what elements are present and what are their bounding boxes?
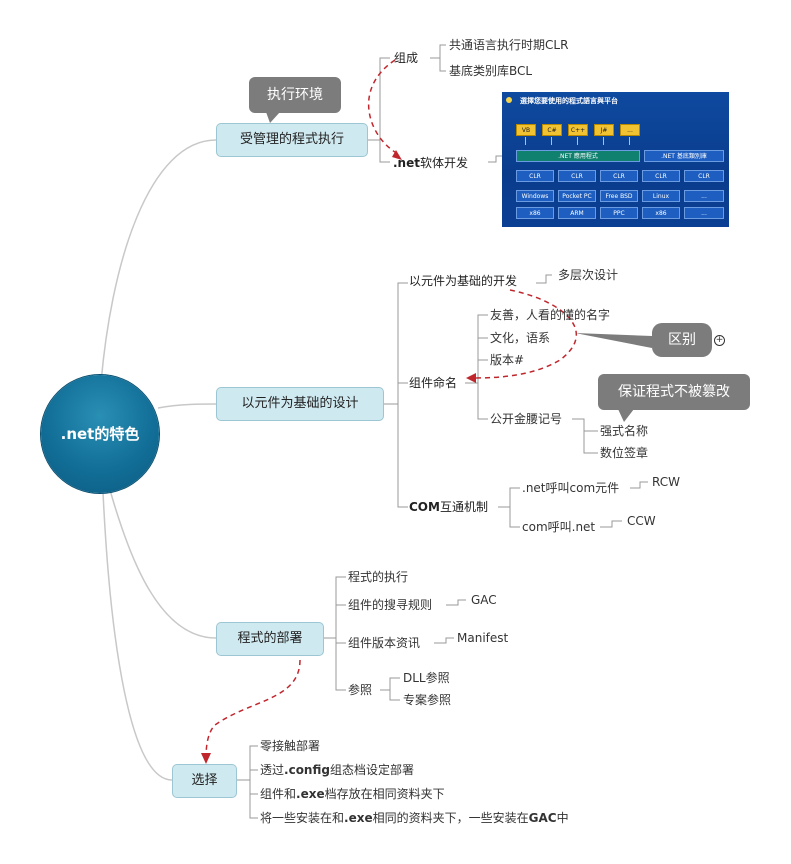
node-com-interop[interactable]: COM互通机制 — [409, 499, 488, 515]
node-config-deploy[interactable]: 透过.config组态档设定部署 — [260, 762, 414, 778]
branch-managed-label: 受管理的程式执行 — [239, 132, 344, 147]
node-version[interactable]: 版本# — [490, 353, 525, 367]
net-app-cell: .NET 應用程式 — [516, 150, 640, 162]
callout-exec-env[interactable]: 执行环境 — [249, 77, 341, 113]
node-friendly-name[interactable]: 友善，人看的懂的名字 — [490, 308, 611, 322]
node-project-ref[interactable]: 专案参照 — [403, 693, 452, 707]
link-root-deploy — [109, 489, 217, 639]
node-ccw[interactable]: CCW — [627, 514, 656, 528]
node-com-call-net[interactable]: com呼叫.net — [522, 520, 596, 534]
callout-protect-label: 保证程式不被篡改 — [618, 384, 730, 400]
node-same-folder[interactable]: 组件和.exe档存放在相同资料夹下 — [260, 786, 445, 802]
node-multi-layer[interactable]: 多层次设计 — [558, 268, 619, 282]
callout-exec-env-label: 执行环境 — [267, 87, 323, 103]
node-gac[interactable]: GAC — [471, 593, 497, 607]
node-program-exec[interactable]: 程式的执行 — [348, 570, 409, 584]
branch-choice[interactable]: 选择 — [172, 764, 237, 798]
relation-arrow-composition — [367, 59, 401, 156]
node-clr[interactable]: 共通语言执行时期CLR — [449, 38, 569, 52]
node-digital-signature[interactable]: 数位签章 — [600, 446, 649, 460]
choice-item4-d: GAC — [528, 811, 557, 825]
node-culture[interactable]: 文化，语系 — [490, 331, 551, 345]
node-strong-name[interactable]: 强式名称 — [600, 424, 649, 438]
node-net-call-com[interactable]: .net呼叫com元件 — [522, 481, 620, 495]
branch-design-label: 以元件为基础的设计 — [241, 396, 359, 411]
expand-plus-icon[interactable]: + — [714, 335, 725, 346]
link-root-managed — [99, 139, 217, 396]
node-net-dev-bold: .net — [393, 156, 420, 170]
cpu-cell: PPC — [600, 207, 638, 219]
node-reference[interactable]: 参照 — [348, 683, 373, 697]
net-platform-image: 選擇您要使用的程式語言與平台 VB C# C++ J# ... .NET 應用程… — [502, 92, 729, 227]
link-root-design — [157, 403, 217, 409]
node-com-rest: 互通机制 — [439, 500, 488, 514]
branch-choice-label: 选择 — [191, 773, 218, 788]
lang-cpp: C++ — [568, 124, 588, 136]
os-cell: Pocket PC — [558, 190, 596, 202]
callout-difference[interactable]: 区别 — [652, 323, 712, 357]
bullet-icon — [506, 97, 512, 103]
node-naming[interactable]: 组件命名 — [409, 376, 458, 390]
node-component-dev[interactable]: 以元件为基础的开发 — [409, 274, 518, 288]
callout-protect[interactable]: 保证程式不被篡改 — [598, 374, 750, 410]
choice-item3-b: .exe — [296, 787, 325, 801]
lang-csharp: C# — [542, 124, 562, 136]
link-root-choice — [102, 491, 173, 781]
choice-item4-c: 相同的资料夹下，一些安装在 — [372, 811, 529, 825]
os-cell: Windows — [516, 190, 554, 202]
root-label: .net的特色 — [60, 425, 140, 443]
choice-item2-c: 组态档设定部署 — [329, 763, 414, 777]
node-composition[interactable]: 组成 — [394, 51, 419, 65]
cpu-cell: x86 — [642, 207, 680, 219]
cpu-cell: ARM — [558, 207, 596, 219]
cpu-cell: ... — [684, 207, 724, 219]
choice-item4-b: .exe — [344, 811, 373, 825]
choice-item3-c: 档存放在相同资料夹下 — [324, 787, 445, 801]
choice-item3-a: 组件和 — [260, 787, 297, 801]
root-node[interactable]: .net的特色 — [41, 375, 159, 493]
clr-cell: CLR — [684, 170, 724, 182]
node-search-rules[interactable]: 组件的搜寻规则 — [348, 598, 433, 612]
os-cell: ... — [684, 190, 724, 202]
node-dll-ref[interactable]: DLL参照 — [403, 671, 450, 685]
node-mixed-install[interactable]: 将一些安装在和.exe相同的资料夹下，一些安装在GAC中 — [260, 810, 569, 826]
choice-item2-a: 透过 — [260, 763, 285, 777]
relation-arrow-choice — [205, 659, 301, 759]
lang-vb: VB — [516, 124, 536, 136]
clr-cell: CLR — [516, 170, 554, 182]
choice-item2-b: .config — [284, 763, 330, 777]
clr-cell: CLR — [600, 170, 638, 182]
net-lib-cell: .NET 基底類別庫 — [644, 150, 724, 162]
lang-jsharp: J# — [594, 124, 614, 136]
choice-item4-a: 将一些安装在和 — [260, 811, 345, 825]
branch-component-design[interactable]: 以元件为基础的设计 — [216, 387, 384, 421]
callout-difference-label: 区别 — [668, 332, 696, 348]
callout-protect-pointer — [618, 409, 634, 422]
node-public-key[interactable]: 公开金腰记号 — [490, 412, 563, 426]
relation-arrow-naming — [469, 289, 577, 379]
node-version-info[interactable]: 组件版本资讯 — [348, 636, 421, 650]
os-cell: Linux — [642, 190, 680, 202]
branch-managed-execution[interactable]: 受管理的程式执行 — [216, 123, 368, 157]
choice-item4-e: 中 — [556, 811, 569, 825]
node-manifest[interactable]: Manifest — [457, 631, 509, 645]
branch-deployment[interactable]: 程式的部署 — [216, 622, 324, 656]
os-cell: Free BSD — [600, 190, 638, 202]
clr-cell: CLR — [642, 170, 680, 182]
net-image-title: 選擇您要使用的程式語言與平台 — [520, 97, 618, 105]
callout-exec-env-pointer — [266, 112, 280, 123]
node-zero-touch[interactable]: 零接触部署 — [260, 739, 321, 753]
node-net-dev[interactable]: .net软体开发 — [393, 155, 468, 171]
node-rcw[interactable]: RCW — [652, 475, 680, 489]
node-net-dev-rest: 软体开发 — [419, 156, 468, 170]
lang-more: ... — [620, 124, 640, 136]
node-bcl[interactable]: 基底类别库BCL — [449, 64, 533, 78]
cpu-cell: x86 — [516, 207, 554, 219]
branch-deploy-label: 程式的部署 — [237, 631, 303, 646]
clr-cell: CLR — [558, 170, 596, 182]
node-com-bold: COM — [409, 500, 440, 514]
